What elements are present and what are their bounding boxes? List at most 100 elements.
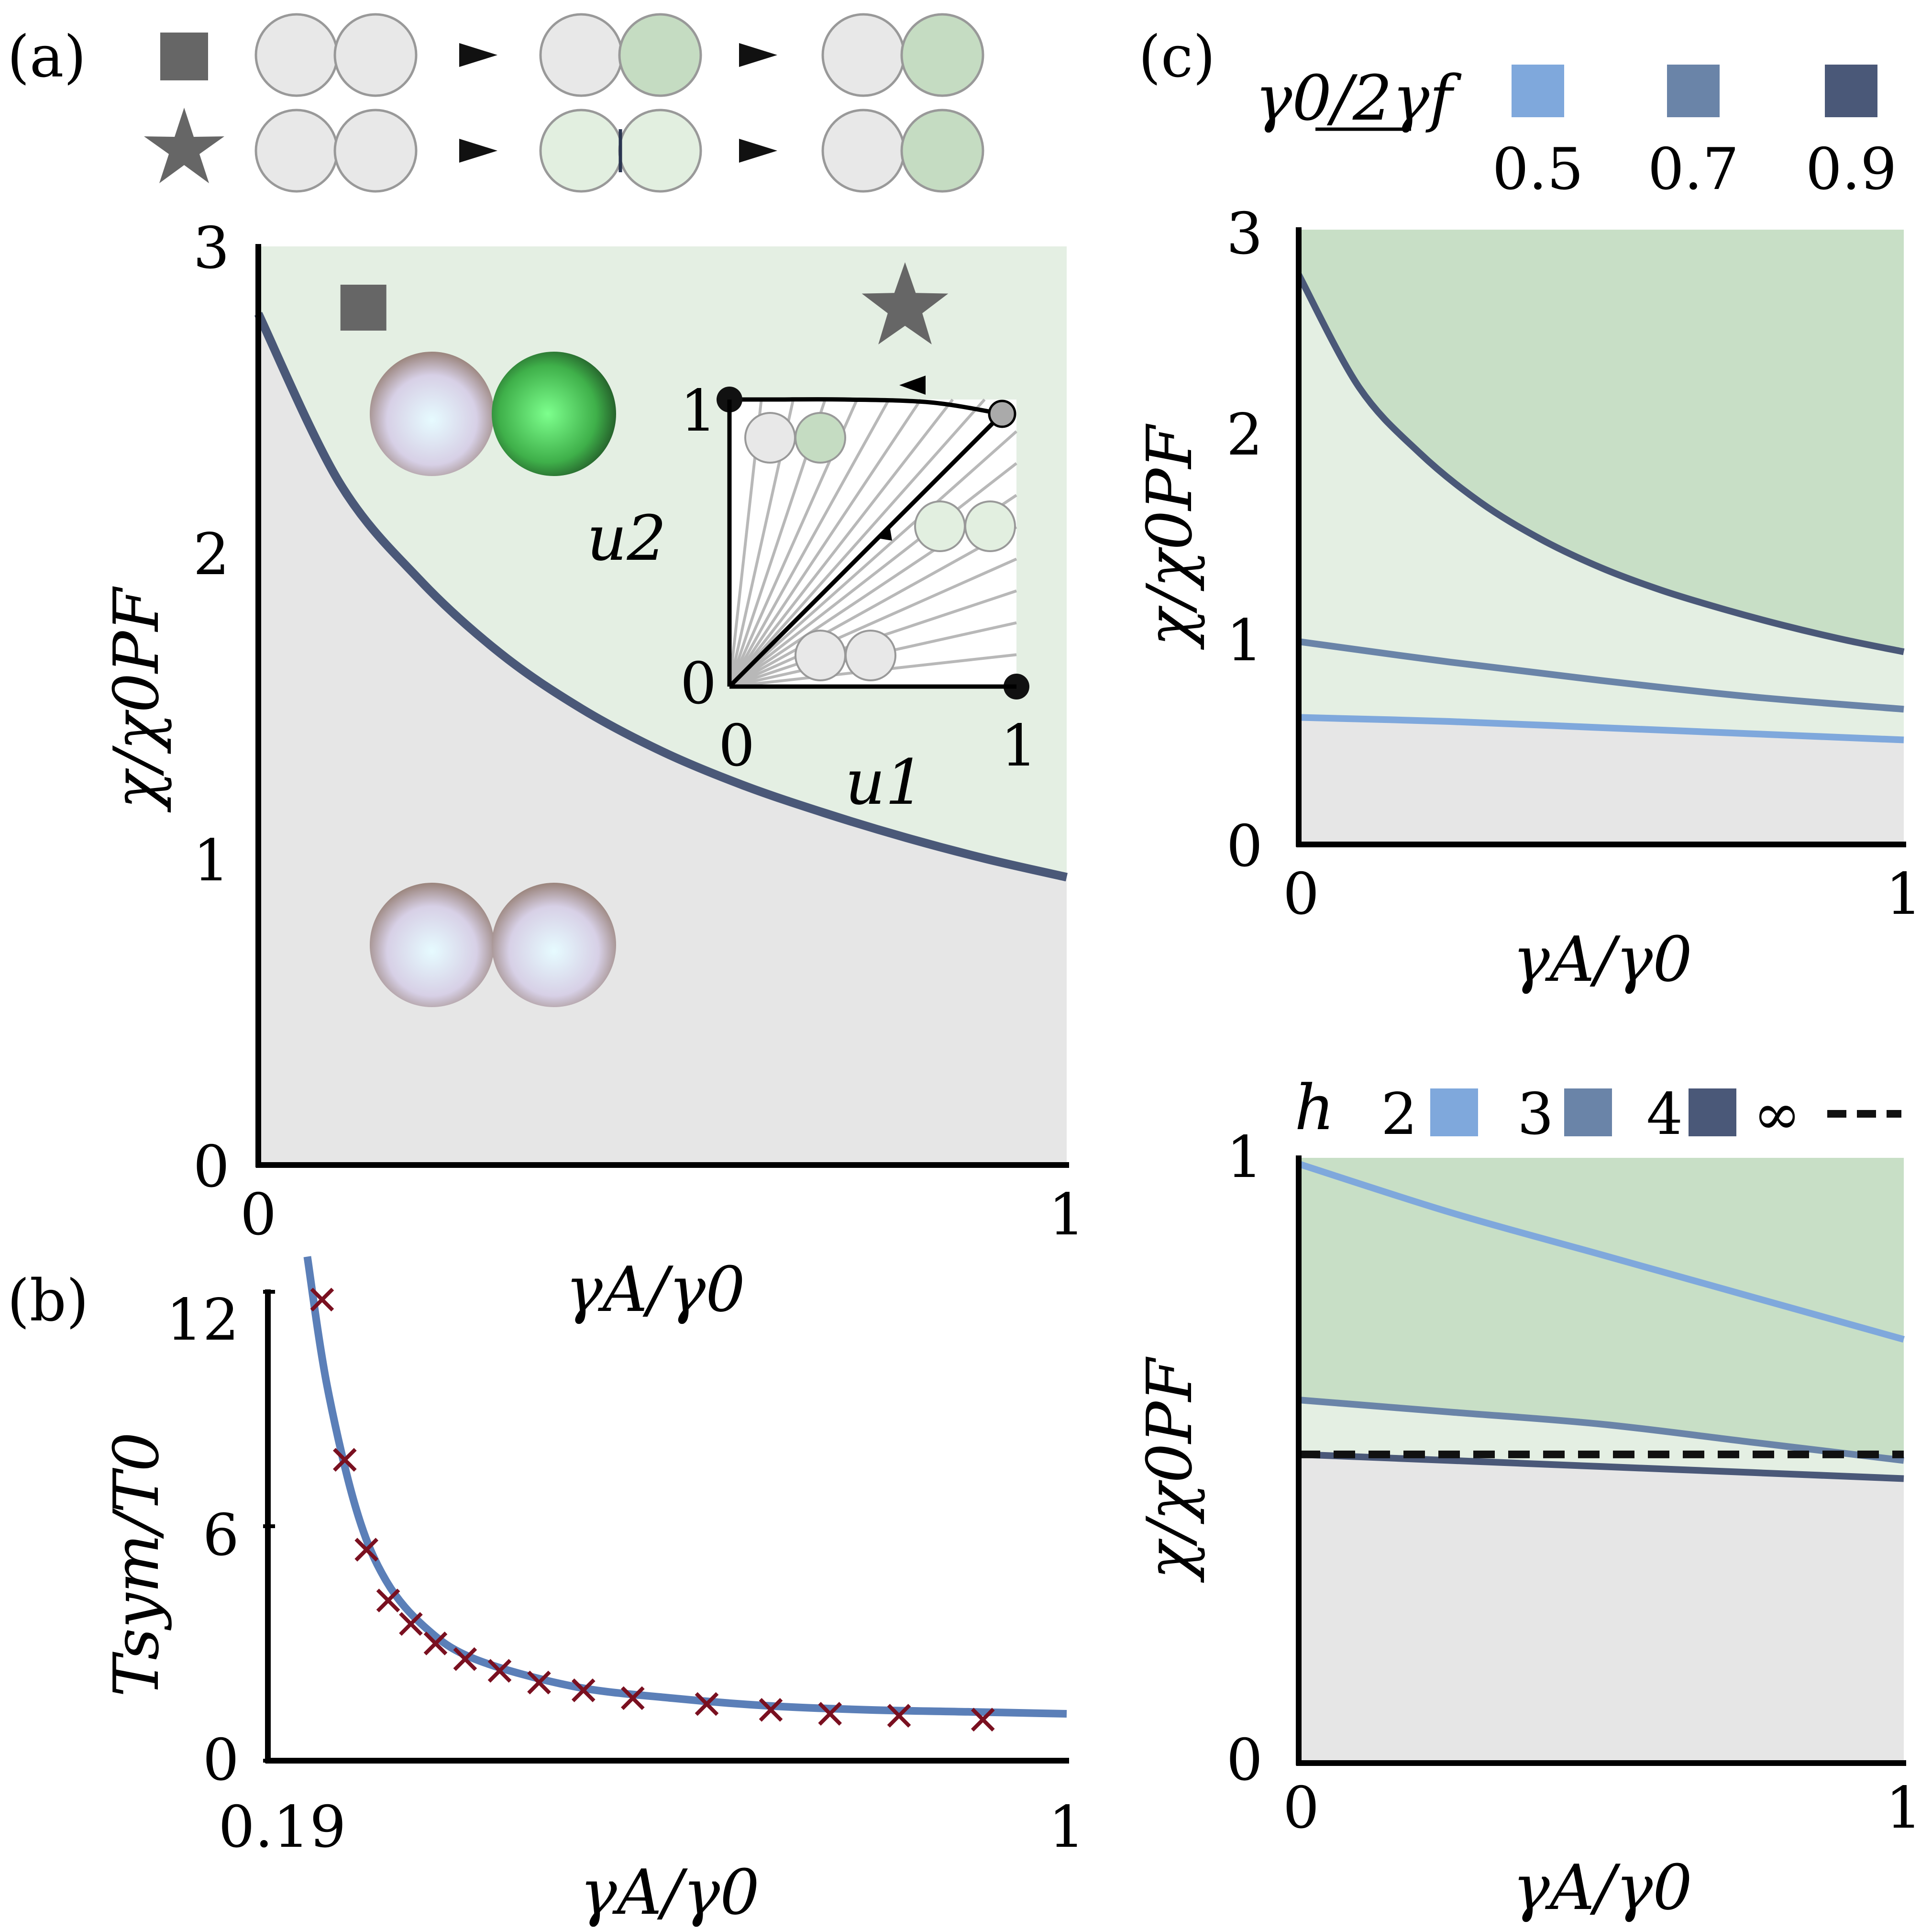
inset-xtick-1: 1 [1001,713,1037,779]
arrow-icon [739,139,777,163]
inset-cell [964,500,1016,552]
b-data-point [527,1670,551,1695]
d-legend-swatch [1430,1088,1478,1136]
d-legend [1430,1088,1901,1136]
a-marker-star [861,262,949,344]
d-legend-title: h [1294,1071,1335,1144]
arrow-icon [739,43,777,67]
b-data-point [423,1631,448,1655]
plot-c [1295,227,1906,847]
inset-arrowhead [878,526,892,541]
d-legend-swatch [1689,1088,1736,1136]
d-region-gray [1299,1454,1904,1763]
process-row-square [254,13,984,97]
b-ytick-12: 12 [166,1287,239,1354]
d-ytick-1: 1 [1226,1124,1263,1191]
d-legend-label-3: 3 [1517,1081,1554,1148]
d-xlabel: γA/γ0 [1512,1851,1692,1924]
d-curve-3 [1298,1397,1904,1464]
b-xlabel: γA/γ0 [580,1856,760,1929]
inset-cell [744,412,796,464]
inset-trajectory-diagonal [728,412,1004,688]
c-xtick-1: 1 [1886,861,1922,928]
d-curve-4 [1298,1451,1904,1482]
b-data-point [399,1612,423,1636]
a-sphere-bottom-left [370,883,494,1007]
c-region-gray [1299,717,1904,844]
c-legend-swatch [1825,65,1877,117]
c-curve-0.5 [1298,714,1904,744]
inset-streamline [728,399,954,688]
panel-label-c: (c) [1138,24,1215,90]
c-legend-title: γ0/2γf [1255,62,1462,134]
plot-a [254,244,1069,1168]
d-legend-swatch [1564,1088,1612,1136]
a-sphere-top-left [370,352,494,476]
inset-streamline [728,399,986,688]
a-sphere-bottom-right [492,883,616,1007]
panel-a: (a) 3 2 1 0 [7,13,1085,1326]
arrow-icon [459,43,497,67]
panel-b: (b) 12 6 0 0.19 1 γA/γ0 Tsym/T0 [7,1256,1085,1929]
inset-streamline [728,399,922,688]
inset-trajectory-top [729,397,1003,416]
c-ytick-2: 2 [1226,402,1263,468]
a-xtick-0: 0 [240,1182,276,1248]
d-xtick-1: 1 [1886,1775,1922,1842]
b-data-point [487,1659,512,1683]
b-data-point [354,1538,379,1562]
b-data-point [571,1678,596,1702]
a-ytick-3: 3 [193,215,230,282]
c-ytick-3: 3 [1226,201,1263,267]
plot-d [1296,1155,1906,1766]
a-ytick-1: 1 [193,828,230,894]
panel-label-b: (b) [7,1268,88,1334]
b-data-point [887,1704,911,1728]
inset-streamline [729,430,1017,688]
a-marker-square [340,285,386,331]
inset-ylabel: u2 [587,502,666,575]
c-ytick-1: 1 [1226,608,1263,674]
c-legend-label-05: 0.5 [1492,136,1584,203]
inset-ytick-1: 1 [680,378,717,444]
c-legend-swatch [1667,65,1720,117]
process-row-star [254,109,984,193]
b-data-point [695,1692,719,1716]
panel-c: (c) γ0/2γf 0.5 0.7 0.9 3 2 1 0 0 1 γA/γ0… [1133,24,1922,996]
c-ylabel: χ/χ0PF [1133,423,1206,650]
d-legend-label-inf: ∞ [1753,1081,1801,1148]
inset-saddle-point [988,400,1016,428]
c-xlabel: γA/γ0 [1512,923,1692,996]
inset-streamline [729,526,1017,688]
c-legend-label-07: 0.7 [1648,136,1739,203]
panel-d: h 2 3 4 ∞ 1 0 0 1 γA/γ0 χ/χ0PF [1133,1071,1922,1924]
arrow-icon [459,139,497,163]
a-ytick-2: 2 [193,522,230,588]
c-ytick-0: 0 [1226,813,1263,880]
c-curve-0.7 [1298,638,1904,713]
inset-cell [795,630,846,681]
inset-xtick-0: 0 [718,713,755,779]
c-curve-0.9 [1295,273,1905,655]
plot-b [263,1256,1069,1764]
b-ytick-0: 0 [203,1727,239,1794]
b-xtick-1: 1 [1049,1794,1085,1861]
d-ytick-0: 0 [1226,1727,1263,1794]
panel-label-a: (a) [7,24,86,90]
b-data-point [621,1686,645,1710]
c-legend [1512,65,1877,117]
d-legend-label-2: 2 [1381,1081,1417,1148]
star-icon [144,108,224,183]
a-ylabel: χ/χ0PF [100,586,173,813]
b-data-point [759,1698,783,1722]
a-sphere-top-right [492,352,616,476]
b-data-point [818,1702,842,1726]
b-xtick-019: 0.19 [218,1794,346,1861]
d-ylabel: χ/χ0PF [1133,1356,1206,1583]
b-data-point [310,1287,334,1312]
c-region-light [1299,275,1904,844]
b-data-point [332,1448,357,1472]
inset-streamline [728,399,890,688]
a-boundary-curve [254,311,1068,882]
